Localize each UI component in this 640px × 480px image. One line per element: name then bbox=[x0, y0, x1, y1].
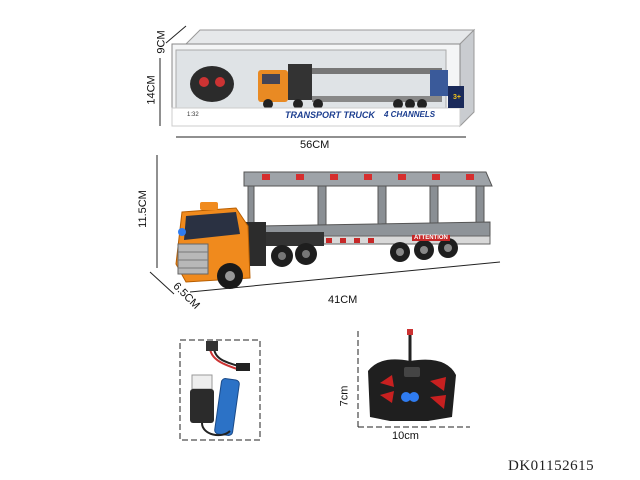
box-title: TRANSPORT TRUCK bbox=[285, 110, 375, 120]
remote-control-illustration bbox=[357, 329, 470, 428]
battery-and-usb-charger bbox=[179, 339, 261, 441]
box-width-label: 56CM bbox=[300, 139, 330, 151]
remote-width-label: 10cm bbox=[392, 430, 419, 442]
box-scale: 1:32 bbox=[187, 112, 199, 118]
product-code: DK01152615 bbox=[508, 458, 595, 474]
truck-length-label: 41CM bbox=[328, 294, 358, 306]
box-dimension-lines bbox=[159, 25, 466, 138]
truck-cab bbox=[175, 202, 266, 289]
packaging-box bbox=[171, 28, 476, 128]
truck-height-label: 11.5CM bbox=[136, 190, 149, 228]
truck-dimension-lines bbox=[149, 155, 501, 295]
remote-height-label: 7cm bbox=[338, 385, 351, 407]
box-channels: 4 CHANNELS bbox=[384, 110, 436, 119]
battery-frame bbox=[179, 339, 261, 441]
car-carrier-trailer bbox=[243, 171, 493, 267]
trailer-warning-label: ATTENTION bbox=[412, 235, 450, 241]
box-age: 3+ bbox=[453, 94, 461, 101]
